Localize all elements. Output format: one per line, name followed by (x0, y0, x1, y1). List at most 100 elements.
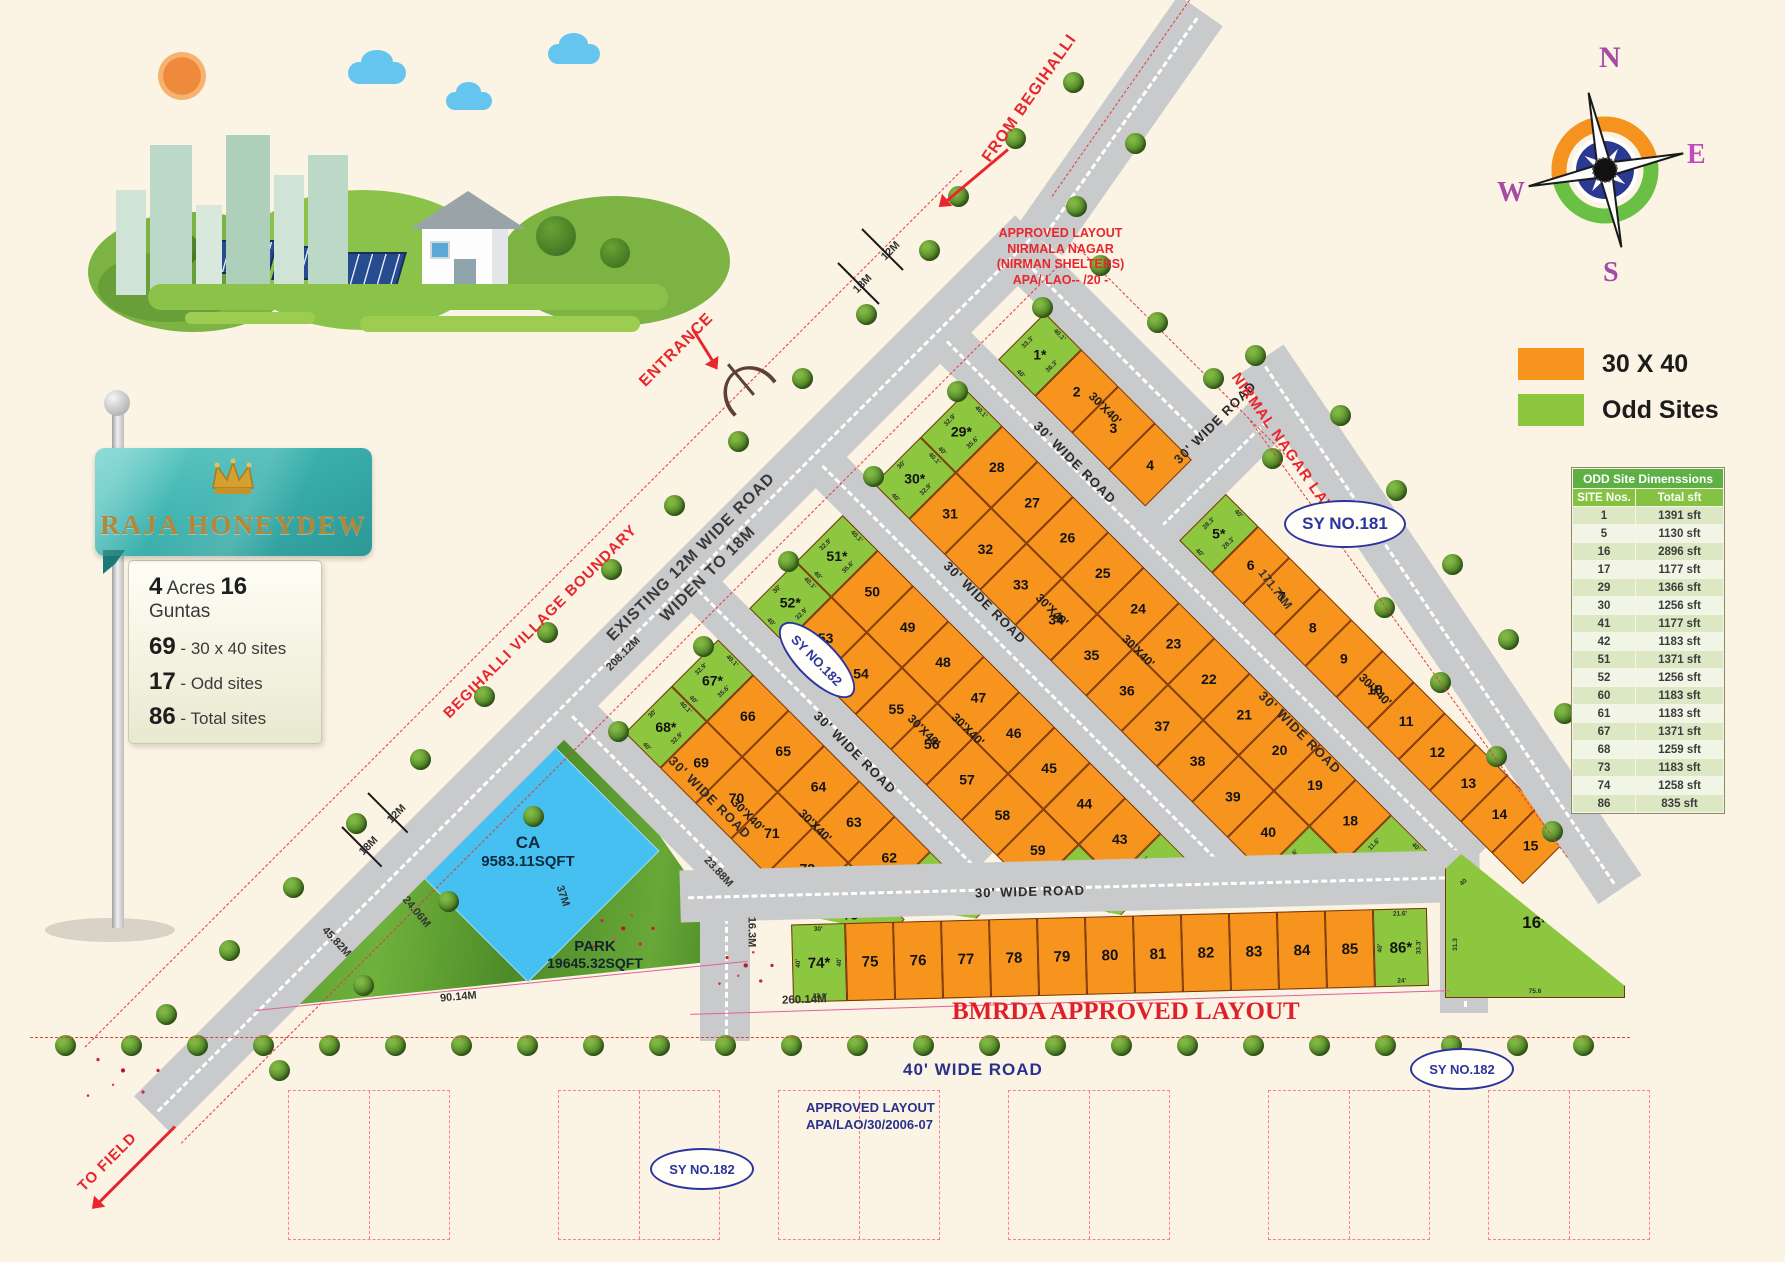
ground-strip (185, 312, 315, 324)
stat-row: 69 - 30 x 40 sites (149, 633, 287, 660)
tree-icon (608, 721, 629, 742)
tree-icon (792, 368, 813, 389)
table-cell: 1391 sft (1635, 506, 1724, 525)
tree-icon (1125, 133, 1146, 154)
tree-icon (219, 940, 240, 961)
table-cell: 1183 sft (1635, 758, 1724, 777)
stat-label: Total sites (190, 709, 267, 728)
park-label: PARK 19645.32SQFT (547, 938, 643, 971)
stat-value: 17 (149, 668, 176, 695)
tree-icon (856, 304, 877, 325)
cloud-icon (548, 33, 600, 64)
stat-label: Odd sites (190, 674, 263, 693)
road-from-begihalli (1017, 0, 1223, 256)
table-title: ODD Site Dimenssions (1572, 468, 1724, 489)
tree-icon (649, 1035, 670, 1056)
col-site-nos: SITE Nos. (1572, 488, 1636, 507)
compass-rose: N E S W (1497, 41, 1706, 285)
table-cell: 67 (1572, 722, 1636, 741)
table-cell: 17 (1572, 560, 1636, 579)
tree-icon (1375, 1035, 1396, 1056)
tree-icon (1147, 312, 1168, 333)
tree-icon (1262, 448, 1283, 469)
tree-icon (693, 636, 714, 657)
table-cell: 1183 sft (1635, 632, 1724, 651)
tree-icon (474, 686, 495, 707)
tree-icon (410, 749, 431, 770)
tree-icon (919, 240, 940, 261)
site-78: 78 (989, 918, 1040, 998)
stat-label: 30 x 40 sites (190, 639, 287, 658)
sy-no-182-badge: SY NO.182 (650, 1148, 754, 1190)
sun-icon (158, 52, 206, 100)
legend-swatch-30x40 (1518, 348, 1584, 380)
table-cell: 73 (1572, 758, 1636, 777)
tree-icon (778, 551, 799, 572)
table-cell: 1130 sft (1635, 524, 1724, 543)
tree-icon (353, 975, 374, 996)
tree-icon (664, 495, 685, 516)
table-cell: 16 (1572, 542, 1636, 561)
tree-icon (1498, 629, 1519, 650)
tree-icon (1177, 1035, 1198, 1056)
tree-icon (1486, 746, 1507, 767)
flower-bed (585, 905, 670, 957)
table-cell: 1177 sft (1635, 560, 1724, 579)
site-84: 84 (1276, 910, 1327, 990)
tree-icon (385, 1035, 406, 1056)
site-79: 79 (1037, 916, 1088, 997)
neighbour-plot-outline (1008, 1090, 1170, 1240)
col-total-sft: Total sft (1635, 488, 1724, 507)
tree-icon (253, 1035, 274, 1056)
tree-icon (346, 813, 367, 834)
cloud-icon (348, 49, 406, 84)
table-cell: 52 (1572, 668, 1636, 687)
compass-north: N (1599, 41, 1621, 74)
site-75: 75 (845, 921, 896, 1002)
stat-value: 69 (149, 633, 176, 660)
table-cell: 1 (1572, 506, 1636, 525)
legend-swatch-odd (1518, 394, 1584, 426)
tree-icon (1243, 1035, 1264, 1056)
tree-icon (523, 806, 544, 827)
tree-icon (913, 1035, 934, 1056)
tree-icon (1507, 1035, 1528, 1056)
table-cell: 1177 sft (1635, 614, 1724, 633)
crown-icon (212, 458, 254, 494)
table-cell: 1256 sft (1635, 596, 1724, 615)
site-86: 86*21.6'33.3'24'40' (1372, 907, 1429, 988)
tree-icon (947, 381, 968, 402)
tree-icon (600, 238, 630, 268)
site-85: 85 (1324, 909, 1375, 989)
dim-16m: 16.3M (745, 916, 758, 948)
table-cell: 51 (1572, 650, 1636, 669)
tree-icon (979, 1035, 1000, 1056)
table-cell: 2896 sft (1635, 542, 1724, 561)
stat-row: 17 - Odd sites (149, 668, 263, 695)
brand-banner: RAJA HONEYDEW (95, 448, 372, 574)
tree-icon (1542, 821, 1563, 842)
pole-shadow (45, 918, 175, 942)
tree-icon (1309, 1035, 1330, 1056)
table-cell: 41 (1572, 614, 1636, 633)
tree-icon (1032, 297, 1053, 318)
ground-strip (148, 284, 668, 310)
tree-icon (1066, 196, 1087, 217)
flower-bed (712, 942, 787, 994)
table-cell: 5 (1572, 524, 1636, 543)
tree-icon (1005, 128, 1026, 149)
table-cell: 835 sft (1635, 794, 1724, 813)
acres-value: 4 (149, 573, 163, 600)
tree-icon (451, 1035, 472, 1056)
tree-icon (536, 216, 576, 256)
legend-label-30x40: 30 X 40 (1602, 350, 1689, 378)
compass-south: S (1603, 257, 1619, 285)
site-77: 77 (941, 919, 992, 999)
tree-icon (1111, 1035, 1132, 1056)
